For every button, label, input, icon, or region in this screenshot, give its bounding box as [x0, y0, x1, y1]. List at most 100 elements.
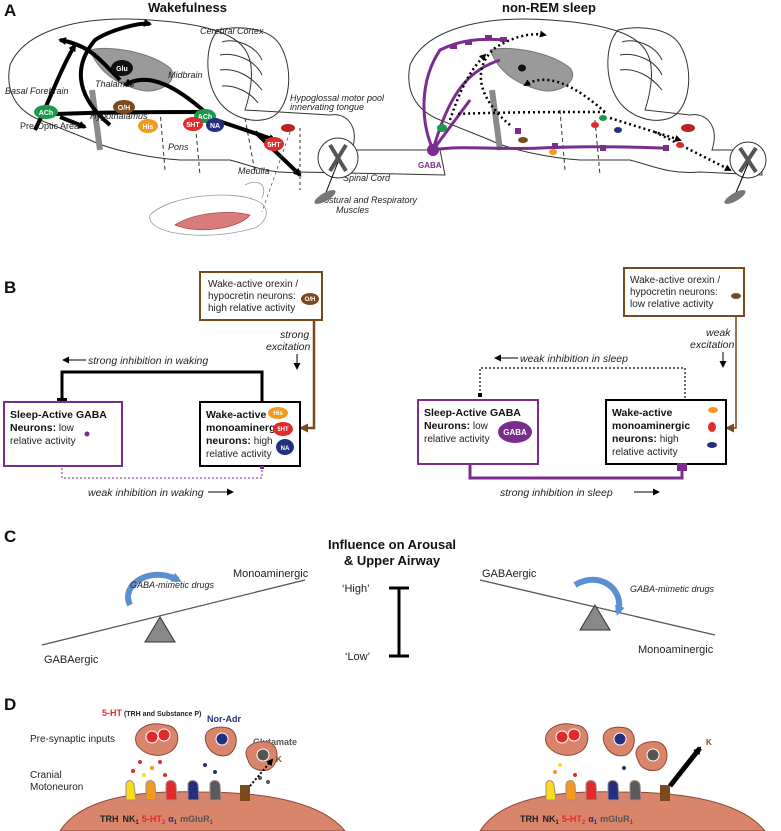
gaba-box-left [3, 401, 123, 467]
weak-terminal-right [478, 393, 482, 397]
receptors-right [545, 780, 670, 801]
label-pons: Pons [168, 142, 189, 152]
gaba-right-line1: Sleep-Active GABA [424, 407, 521, 419]
k-label-left: K [276, 755, 282, 764]
motoneuron-left [59, 791, 346, 831]
wakefulness-title: Wakefulness [148, 0, 227, 15]
presyn-5ht-right [545, 723, 589, 756]
his-dot-right [708, 407, 718, 413]
monoaminergic-right: Monoaminergic [638, 644, 714, 656]
cranial-label: Cranial [30, 770, 62, 781]
k-label-right: K [706, 738, 712, 747]
spinal-cord-left [314, 137, 359, 204]
orexin-right-line1: Wake-active orexin / [630, 275, 720, 286]
orexin-right-line3: low relative activity [630, 299, 713, 310]
nucleus-his: His [138, 119, 158, 133]
presyn-5ht-left [135, 723, 179, 756]
presyn-na-left [204, 726, 237, 757]
sleep-dotted-projections [448, 30, 732, 172]
nucleus-glu: Glu [111, 60, 133, 76]
strong-label: strong [280, 329, 309, 341]
mono-right-line4: relative activity [612, 447, 678, 458]
presyn-glu-left [245, 741, 278, 771]
svg-text:5HT: 5HT [186, 122, 200, 129]
label-hypothalamus: Hypothalamus [90, 111, 148, 121]
mono-right-line2: monoaminergic [612, 420, 690, 432]
svg-text:GABA: GABA [503, 428, 527, 437]
seesaw-right [479, 576, 716, 636]
label-basal-forebrain: Basal Forebrain [5, 86, 69, 96]
inhibition-top-left: strong inhibition in waking [88, 355, 208, 367]
svg-text:His: His [143, 124, 154, 131]
receptors-left [125, 780, 250, 801]
monoaminergic-left: Monoaminergic [233, 568, 309, 580]
label-preoptic: Pre-Optic Area [20, 121, 79, 131]
gaba-projections [422, 37, 666, 152]
label-thalamus: Thalamus [95, 79, 135, 89]
transmitter-dots-left [131, 760, 270, 784]
inhibition-bottom-left: weak inhibition in waking [88, 487, 204, 499]
drug-label-left: GABA-mimetic drugs [130, 580, 215, 590]
gaba-left-line2: Neurons: low [10, 422, 75, 434]
svg-text:5HT: 5HT [277, 427, 289, 433]
weak-label: weak [706, 327, 731, 339]
oh-badge-left: O/H [301, 293, 319, 305]
orexin-left-line1: Wake-active orexin / [208, 279, 298, 290]
gaba-nucleus [427, 144, 439, 156]
svg-text:Glu: Glu [116, 66, 128, 73]
mono-left-line3: neurons: high [206, 435, 273, 447]
wake-projections [33, 18, 302, 177]
strong-inhibition-line [60, 370, 264, 402]
presynaptic-label: Pre-synaptic inputs [30, 734, 115, 745]
drug-label-right: GABA-mimetic drugs [630, 584, 715, 594]
strong-inhibition-line-right [468, 464, 684, 480]
svg-text:ACh: ACh [39, 110, 53, 117]
gaba-label: GABA [418, 161, 442, 170]
excitation-arrow-right [725, 316, 737, 433]
gaba-left-line1: Sleep-Active GABA [10, 409, 107, 421]
head-sketch [149, 131, 291, 236]
orexin-box-left [199, 271, 323, 321]
mono-left-line2: monoaminergic [206, 422, 284, 434]
gabaergic-left: GABAergic [44, 654, 99, 666]
inhibition-bottom-right: strong inhibition in sleep [500, 487, 613, 499]
svg-text:His: His [273, 411, 283, 417]
excitation-arrow-left [299, 320, 316, 433]
svg-text:O/H: O/H [118, 105, 130, 112]
label-muscles-1: Postural and Respiratory [318, 195, 418, 205]
nucleus-ach-bf: ACh [34, 105, 58, 119]
label-spinal-cord: Spinal Cord [343, 173, 391, 183]
excitation-label-left: excitation [266, 341, 311, 353]
na-dot-right [707, 442, 717, 448]
panel-c-letter: C [4, 527, 16, 546]
transmitter-dots-right [553, 763, 626, 777]
label-midbrain: Midbrain [168, 70, 203, 80]
panel-b-letter: B [4, 278, 16, 297]
nucleus-na: NA [206, 118, 224, 132]
high-label: ‘High’ [342, 583, 370, 595]
seesaw-left [41, 571, 306, 646]
glutamate-heading: Glutamate [253, 737, 297, 747]
mono-box-right [605, 399, 727, 465]
weak-inhibition-line [61, 466, 263, 479]
gaba-dot-left [84, 431, 90, 437]
weak-terminal-left [260, 466, 264, 469]
gaba-right-line2: Neurons: low [424, 420, 489, 432]
noradr-heading: Nor-Adr [207, 714, 241, 724]
gaba-left-line3: relative activity [10, 436, 76, 447]
k-efflux-right [668, 746, 702, 788]
influence-title-1: Influence on Arousal [328, 537, 456, 552]
label-cortex: Cerebral Cortex [200, 26, 264, 36]
brain-right [408, 18, 763, 176]
5ht-dot-right [708, 422, 716, 432]
nonrem-title: non-REM sleep [502, 0, 596, 15]
oh-dot-right [731, 293, 741, 299]
hypoglossal-pool [281, 124, 295, 132]
spinal-cord-right [724, 141, 767, 204]
panel-d-letter: D [4, 695, 16, 714]
svg-text:NA: NA [210, 123, 220, 130]
presyn-na-right [602, 726, 635, 757]
orexin-right-line2: hypocretin neurons: [630, 287, 718, 298]
label-muscles-2: Muscles [336, 205, 370, 215]
